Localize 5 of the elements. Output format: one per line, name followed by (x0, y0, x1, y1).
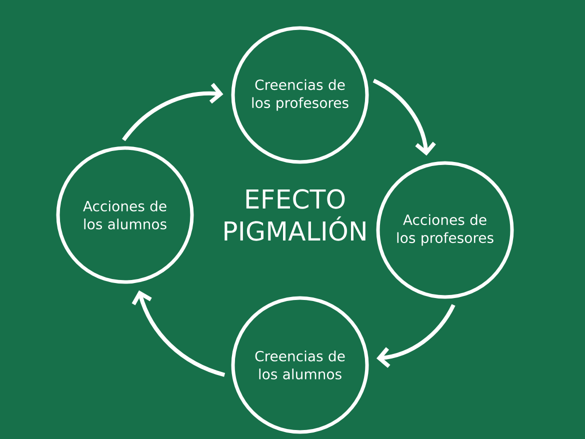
title: EFECTO PIGMALIÓN (224, 189, 366, 241)
arrow (122, 82, 224, 142)
arrow (132, 290, 226, 377)
arrow (372, 78, 436, 156)
arrow (376, 304, 456, 368)
